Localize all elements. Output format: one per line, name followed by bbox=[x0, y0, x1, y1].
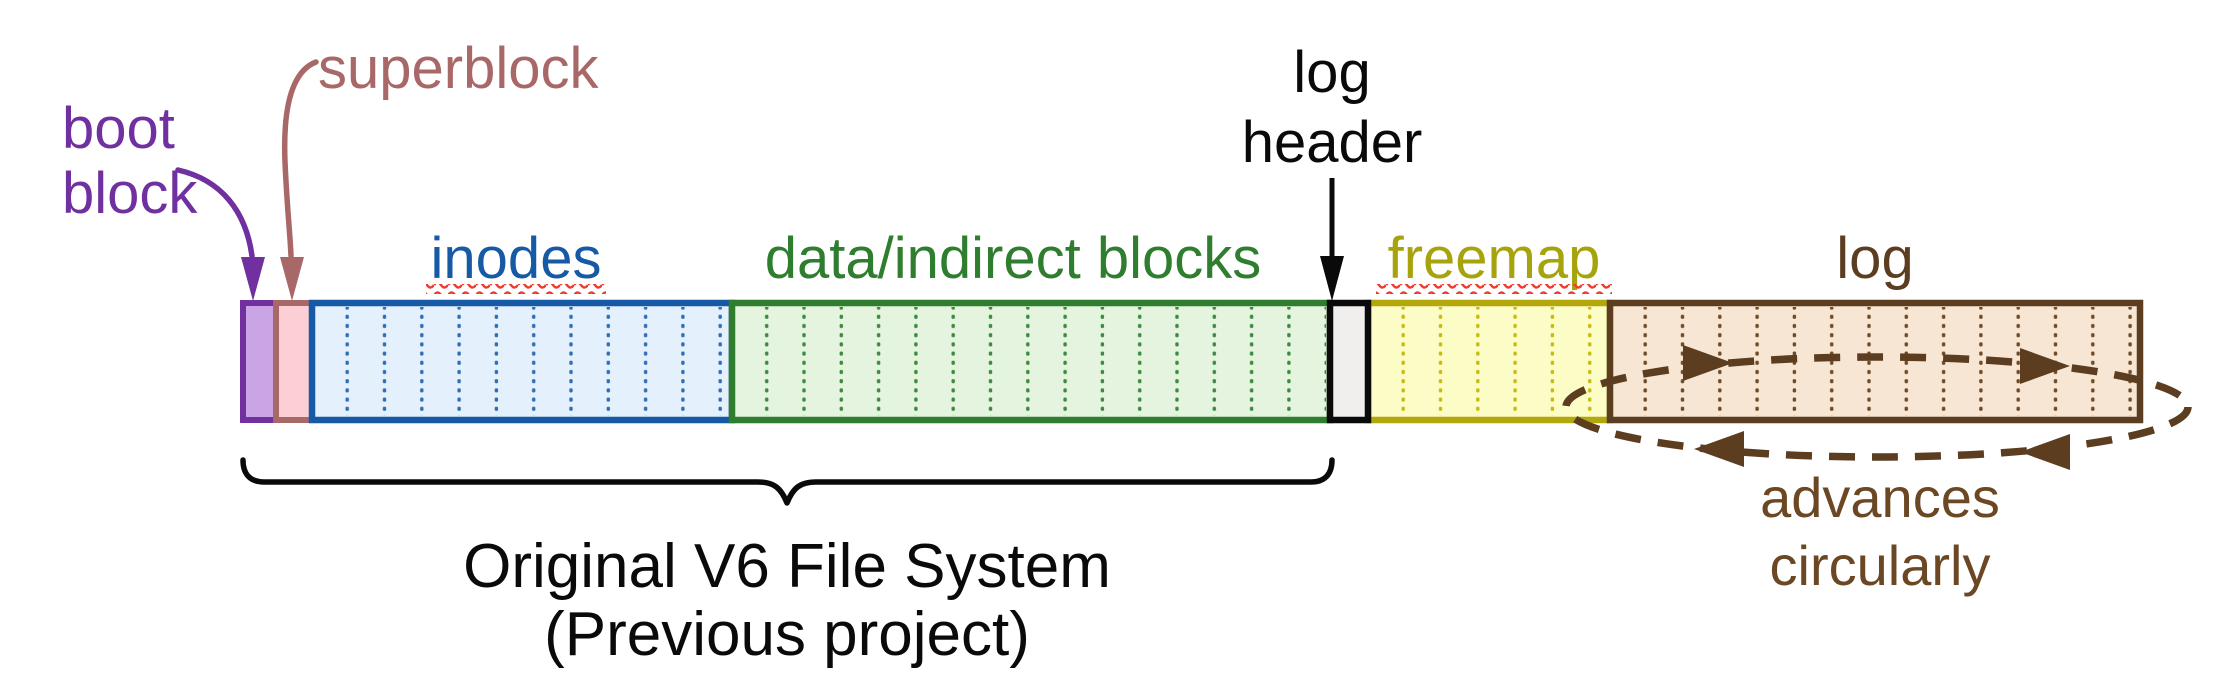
boot-block-label-line1: boot bbox=[62, 96, 175, 161]
boot-block-rect bbox=[240, 300, 279, 423]
log-cycle-dashed-ellipse bbox=[1562, 353, 2192, 461]
superblock-rect bbox=[273, 300, 315, 423]
log-header-label-line2: header bbox=[1242, 110, 1423, 175]
superblock-arrowhead bbox=[280, 257, 304, 301]
brace-caption: Original V6 File System (Previous projec… bbox=[463, 532, 1111, 669]
boot-block-label-line2: block bbox=[62, 161, 198, 226]
boot-block-arrowhead bbox=[241, 257, 265, 301]
cycle-arrowhead-top-right bbox=[2020, 348, 2070, 384]
inodes-label: inodes bbox=[431, 226, 602, 291]
v6-filesystem-brace bbox=[240, 457, 1335, 506]
brace-caption-line2: (Previous project) bbox=[544, 600, 1030, 669]
log-label: log bbox=[1836, 226, 1913, 291]
disk-bar bbox=[240, 299, 2144, 424]
cycle-arrowhead-top-left bbox=[1683, 345, 1733, 381]
section-labels: boot block superblock inodes data/indire… bbox=[62, 36, 1914, 294]
log-header-rect bbox=[1326, 299, 1372, 424]
superblock-label: superblock bbox=[318, 36, 599, 101]
boot-block-arrow bbox=[175, 167, 255, 259]
log-cycle-caption-line2: circularly bbox=[1770, 534, 1991, 597]
inodes-dotted-columns bbox=[316, 307, 728, 416]
data-indirect-blocks-label: data/indirect blocks bbox=[765, 226, 1261, 291]
log-cycle-caption: advances circularly bbox=[1760, 466, 2000, 597]
brace-caption-line1: Original V6 File System bbox=[463, 532, 1111, 601]
log-header-arrowhead bbox=[1320, 256, 1344, 301]
pointer-arrows bbox=[175, 59, 1344, 301]
freemap-label: freemap bbox=[1388, 226, 1601, 291]
superblock-arrow bbox=[281, 59, 319, 259]
data-indirect-blocks-dotted-columns bbox=[736, 307, 1326, 416]
log-cycle-ellipse-group bbox=[1562, 345, 2192, 470]
cycle-arrowhead-bottom-right bbox=[2020, 434, 2070, 470]
log-cycle-caption-line1: advances bbox=[1760, 466, 2000, 529]
inodes-spellcheck-underline bbox=[426, 284, 606, 294]
freemap-spellcheck-underline bbox=[1376, 284, 1612, 294]
cycle-arrowhead-bottom-left bbox=[1694, 431, 1744, 467]
log-header-label-line1: log bbox=[1293, 40, 1370, 105]
